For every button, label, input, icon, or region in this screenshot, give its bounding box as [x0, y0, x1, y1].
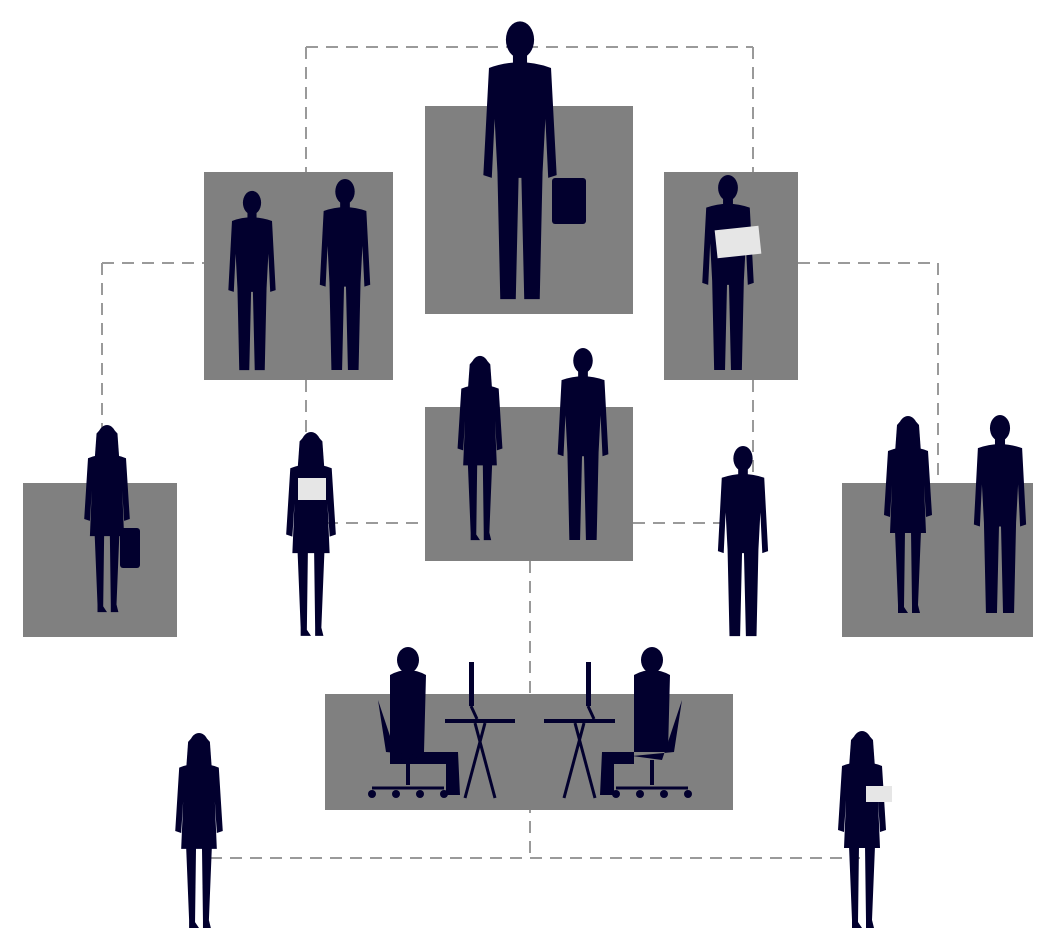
- head: [397, 647, 419, 673]
- monitor-stand: [586, 705, 596, 720]
- office-chair-icon: [378, 700, 428, 760]
- document-icon: [714, 225, 762, 259]
- desk-leg: [463, 722, 487, 799]
- silhouettes: [84, 21, 1027, 929]
- handbag-icon: [120, 528, 140, 568]
- businessman-arms-crossed-icon: [717, 445, 769, 637]
- chair-wheel: [660, 790, 668, 798]
- desk-icon: [445, 719, 515, 723]
- chair-wheel: [440, 790, 448, 798]
- chair-wheel: [684, 790, 692, 798]
- chair-wheel: [636, 790, 644, 798]
- desk-leg: [562, 722, 586, 799]
- desk-icon: [544, 719, 615, 723]
- monitor-icon: [586, 662, 591, 706]
- chair-wheel: [368, 790, 376, 798]
- seated-person-icon: [600, 670, 670, 795]
- gray-box: [204, 172, 393, 380]
- chair-wheel: [416, 790, 424, 798]
- chair-wheel: [612, 790, 620, 798]
- desk-leg: [473, 722, 497, 799]
- desk-leg: [573, 722, 597, 799]
- office-workers-at-desks-icon: [368, 647, 692, 799]
- head: [641, 647, 663, 673]
- office-chair-icon: [632, 700, 682, 760]
- businesswoman-with-folder-icon: [286, 432, 336, 636]
- businesswoman-with-paper-icon: [838, 731, 886, 928]
- chair-wheel: [392, 790, 400, 798]
- folder-icon: [298, 478, 326, 500]
- businesswoman-standing-icon: [175, 732, 223, 929]
- monitor-stand: [469, 705, 479, 720]
- paper-icon: [866, 786, 892, 802]
- briefcase-icon: [552, 178, 586, 224]
- monitor-icon: [469, 662, 474, 706]
